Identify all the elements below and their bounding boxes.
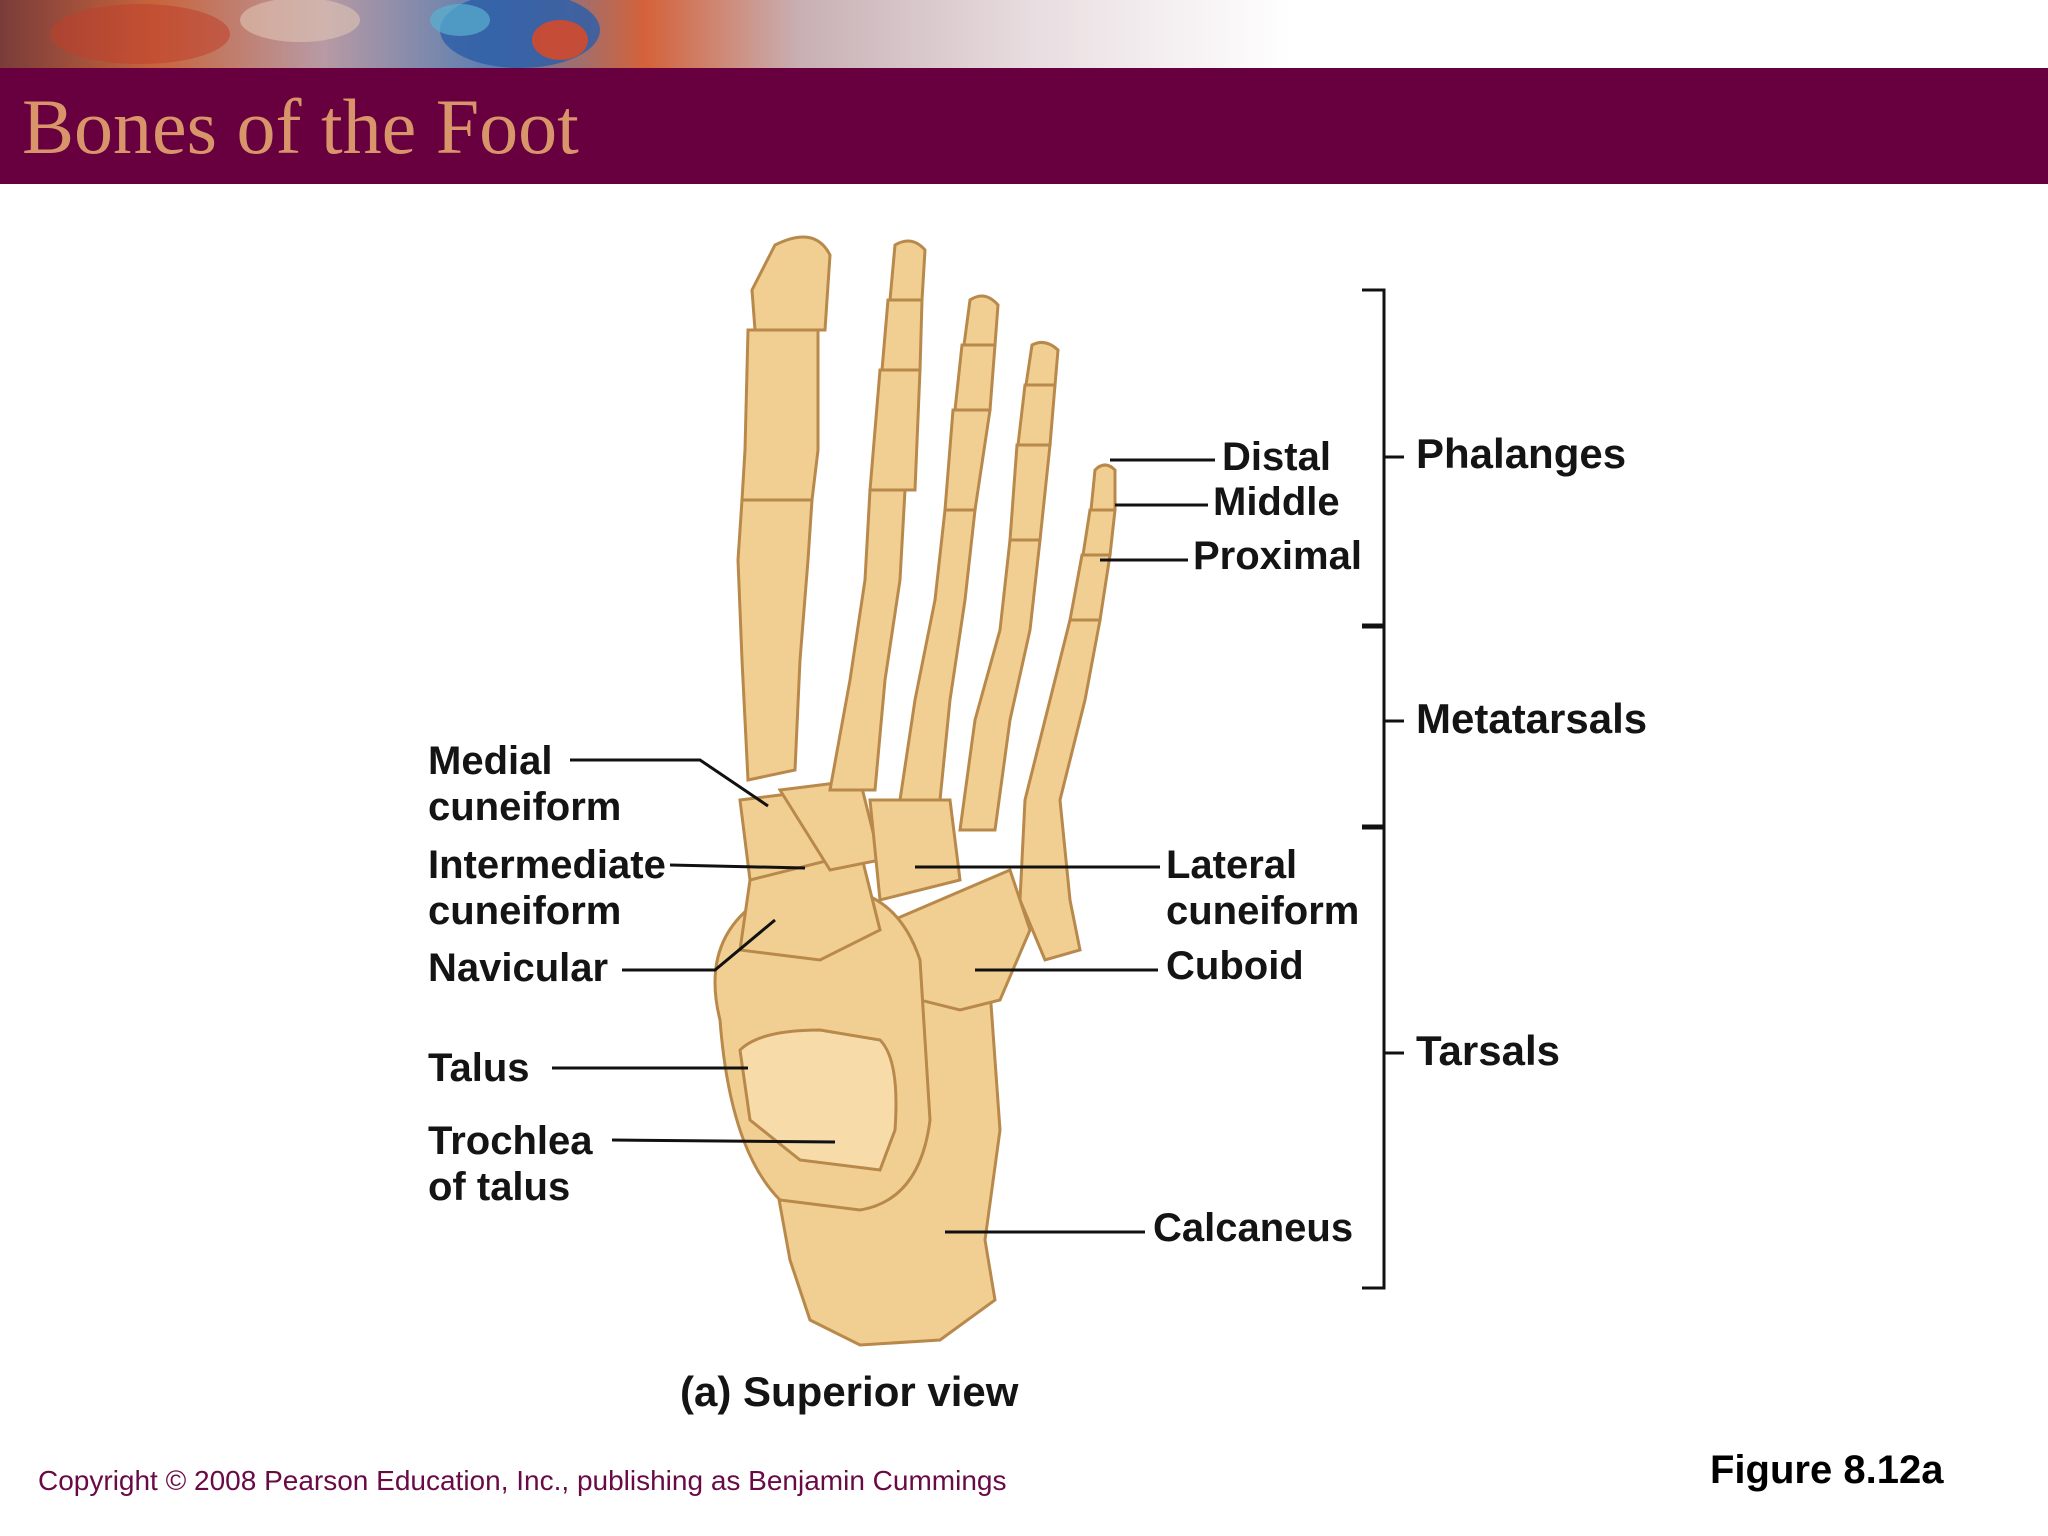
metatarsal-5 (1018, 618, 1102, 962)
label-phalanges: Phalanges (1416, 430, 1627, 477)
slide-title: Bones of the Foot (22, 83, 579, 170)
label-medial-cuneiform-line2: cuneiform (428, 785, 622, 829)
toe-2-middle (880, 298, 924, 372)
bracket-phalanges (1362, 288, 1386, 627)
toe-3-middle (953, 343, 997, 412)
figure-number: Figure 8.12a (1710, 1448, 1944, 1492)
leader-trochlea (611, 1138, 836, 1144)
group-brackets (1362, 288, 1404, 1290)
toe-1-proximal (740, 328, 820, 502)
toe-4-proximal (1008, 443, 1052, 542)
leader-medial-cuneiform (570, 758, 769, 808)
decorative-banner-image (0, 0, 1290, 68)
toe-5-distal (1089, 463, 1117, 512)
label-trochlea-of-talus: Trochlea of talus (428, 1118, 593, 1210)
label-tarsals: Tarsals (1416, 1027, 1560, 1074)
metatarsal-4 (958, 538, 1042, 832)
figure-caption: (a) Superior view (680, 1368, 1019, 1415)
label-trochlea-line2: of talus (428, 1165, 571, 1209)
label-intermediate-cuneiform-line2: cuneiform (428, 889, 622, 933)
label-lateral-cuneiform: Lateral cuneiform (1166, 842, 1359, 934)
bracket-metatarsals (1362, 625, 1386, 828)
label-proximal: Proximal (1193, 534, 1362, 578)
copyright-notice: Copyright © 2008 Pearson Education, Inc.… (38, 1465, 1007, 1496)
toe-4-distal (1024, 340, 1060, 387)
leader-navicular (622, 918, 776, 972)
trochlea-surface (738, 1028, 898, 1172)
label-trochlea-line1: Trochlea (428, 1119, 593, 1163)
label-navicular: Navicular (428, 946, 609, 990)
label-medial-cuneiform-line1: Medial (428, 739, 553, 783)
label-medial-cuneiform: Medial cuneiform (428, 738, 621, 830)
label-distal: Distal (1222, 435, 1331, 479)
label-intermediate-cuneiform-line1: Intermediate (428, 843, 666, 887)
toe-3-distal (962, 294, 1000, 347)
label-calcaneus: Calcaneus (1153, 1206, 1354, 1250)
metatarsal-3 (898, 508, 977, 802)
bracket-tarsals (1362, 826, 1386, 1290)
label-cuboid: Cuboid (1166, 944, 1304, 988)
label-lateral-cuneiform-line1: Lateral (1166, 843, 1298, 887)
label-lateral-cuneiform-line2: cuneiform (1166, 889, 1360, 933)
toe-5-middle (1081, 508, 1117, 557)
leader-lines (552, 458, 1215, 1234)
toe-4-middle (1016, 383, 1057, 447)
label-intermediate-cuneiform: Intermediate cuneiform (428, 842, 666, 934)
label-metatarsals: Metatarsals (1416, 695, 1648, 742)
leader-intermediate-cuneiform (669, 863, 806, 870)
title-bar (0, 68, 2048, 184)
metatarsal-2 (828, 488, 907, 792)
foot-bones-illustration (713, 235, 1117, 1347)
toe-1-distal (750, 235, 832, 332)
label-talus: Talus (428, 1046, 530, 1090)
toe-2-distal (888, 239, 927, 302)
metatarsal-1 (736, 498, 814, 782)
toe-3-proximal (943, 408, 992, 512)
toe-2-proximal (868, 368, 922, 492)
toe-5-proximal (1068, 553, 1112, 622)
label-middle: Middle (1213, 480, 1340, 524)
lateral-cuneiform-bone (868, 798, 962, 902)
